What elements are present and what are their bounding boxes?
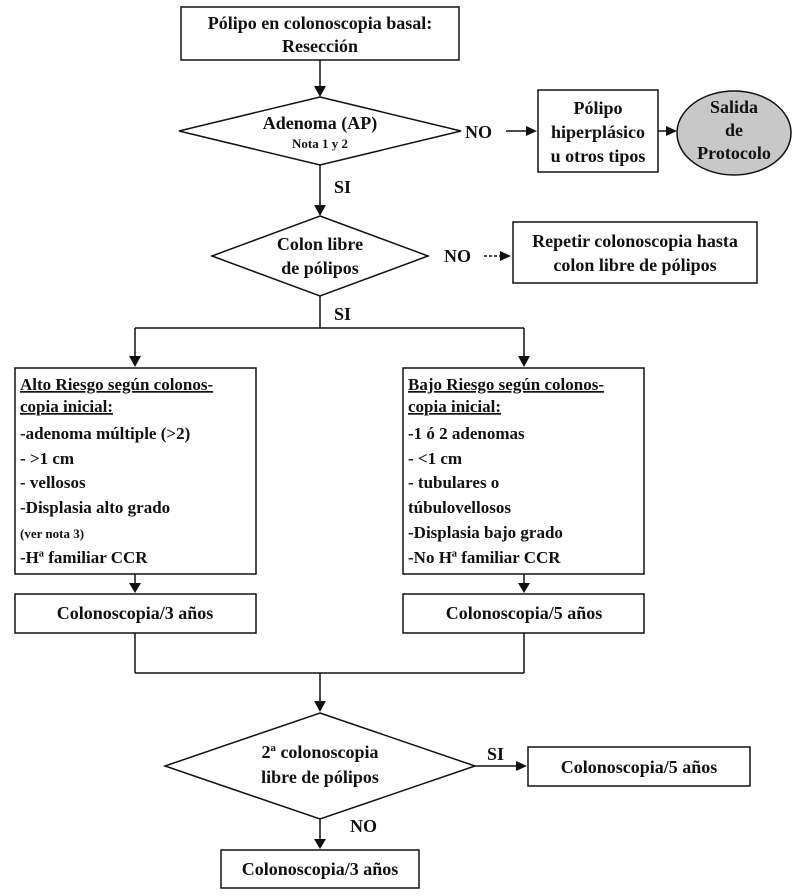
result-no-box <box>220 849 420 889</box>
followup-high-label: Colonoscopia/3 años <box>57 603 214 623</box>
high-risk-item: -Hª familiar CCR <box>20 548 148 567</box>
high-risk-title1: Alto Riesgo según colonos- <box>20 375 213 394</box>
second-decision-line1: 2ª colonoscopia <box>262 742 379 762</box>
adenoma-decision-line1: Adenoma (AP) <box>263 113 378 134</box>
high-risk-box <box>14 367 257 575</box>
hyperplastic-polyp-line2: hiperplásico <box>551 122 645 142</box>
si-label-colon-free: SI <box>334 304 351 324</box>
arrowhead <box>314 86 326 97</box>
exit-oval-line1: Salida <box>710 97 758 117</box>
start-box <box>180 6 460 61</box>
second-decision-line2: libre de pólipos <box>261 767 379 787</box>
low-risk-title1: Bajo Riesgo según colonos- <box>408 375 604 394</box>
exit-oval-line3: Protocolo <box>697 143 771 163</box>
arrowhead <box>666 126 677 136</box>
low-risk-item: -1 ó 2 adenomas <box>408 424 525 443</box>
high-risk-item: (ver nota 3) <box>20 526 84 541</box>
start-box-line2: Resección <box>282 36 358 56</box>
high-risk-item: -Displasia alto grado <box>20 498 170 517</box>
no-label-colon-free: NO <box>444 246 471 266</box>
high-risk-item: -adenoma múltiple (>2) <box>20 424 190 443</box>
followup-low-label: Colonoscopia/5 años <box>446 603 603 623</box>
si-label-adenoma: SI <box>334 177 351 197</box>
followup-low-box <box>402 593 645 634</box>
arrowhead <box>314 839 326 849</box>
arrowhead <box>500 251 511 261</box>
exit-protocol-oval <box>676 90 792 176</box>
hyperplastic-polyp-line3: u otros tipos <box>551 146 646 166</box>
low-risk-item: -No Hª familiar CCR <box>408 548 561 567</box>
start-box-line1: Pólipo en colonoscopia basal: <box>208 13 433 33</box>
repeat-colonoscopy-box <box>512 221 758 284</box>
colon-free-line2: de pólipos <box>281 258 359 278</box>
arrowhead <box>129 583 141 593</box>
colon-free-decision <box>209 215 431 297</box>
arrowhead <box>516 761 527 771</box>
low-risk-item: - <1 cm <box>408 449 462 468</box>
colon-free-line1: Colon libre <box>277 234 363 254</box>
high-risk-item: - >1 cm <box>20 449 74 468</box>
followup-high-box <box>14 593 257 634</box>
low-risk-item: - tubulares o <box>408 473 499 492</box>
repeat-box-line1: Repetir colonoscopia hasta <box>532 231 738 251</box>
adenoma-decision-line2: Nota 1 y 2 <box>292 136 348 151</box>
si-label-second: SI <box>487 744 504 764</box>
low-risk-title2: copia inicial: <box>408 397 501 416</box>
arrowhead <box>314 701 326 712</box>
arrowhead <box>518 583 530 593</box>
high-risk-title2: copia inicial: <box>20 397 113 416</box>
low-risk-item: -Displasia bajo grado <box>408 523 563 542</box>
high-risk-item: - vellosos <box>20 473 86 492</box>
hyperplastic-polyp-line1: Pólipo <box>573 98 622 118</box>
no-label-second: NO <box>350 816 377 836</box>
result-no-label: Colonoscopia/3 años <box>242 859 399 879</box>
exit-oval-line2: de <box>725 120 743 140</box>
result-yes-box <box>527 746 751 787</box>
low-risk-item: túbulovellosos <box>408 498 511 517</box>
arrowhead <box>314 205 326 216</box>
arrowhead <box>129 356 141 367</box>
arrowhead <box>518 356 530 367</box>
arrowhead <box>526 126 537 136</box>
second-colonoscopy-decision <box>162 712 478 820</box>
low-risk-box <box>402 367 645 575</box>
result-yes-label: Colonoscopia/5 años <box>561 757 718 777</box>
repeat-box-line2: colon libre de pólipos <box>553 255 716 275</box>
no-label-adenoma: NO <box>465 122 492 142</box>
